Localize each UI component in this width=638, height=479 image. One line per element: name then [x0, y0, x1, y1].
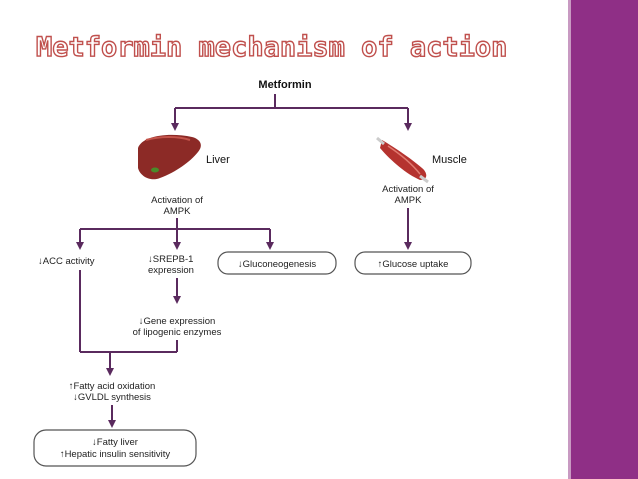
node-liver-ampk-line1: Activation of: [151, 195, 203, 206]
node-metformin: Metformin: [258, 79, 311, 91]
node-muscle-ampk-line1: Activation of: [382, 184, 434, 195]
box-outcome: [33, 429, 197, 467]
muscle-icon: [376, 136, 429, 184]
node-liver: Liver: [206, 154, 230, 166]
node-fatty-acid-line1: ↑Fatty acid oxidation: [69, 381, 156, 392]
node-gluconeogenesis: ↓Gluconeogenesis: [238, 259, 316, 270]
slide-title: Metformin mechanism of action: [35, 31, 508, 63]
node-acc-activity: ↓ACC activity: [38, 256, 95, 267]
node-srepb-line2: expression: [148, 265, 194, 276]
node-liver-ampk-line2: AMPK: [164, 206, 192, 217]
node-gene-expression-line1: ↓Gene expression: [139, 316, 216, 327]
node-outcome-line2: ↑Hepatic insulin sensitivity: [60, 449, 171, 460]
node-muscle-ampk-line2: AMPK: [395, 195, 423, 206]
node-muscle: Muscle: [432, 154, 467, 166]
node-glucose-uptake: ↑Glucose uptake: [378, 259, 449, 270]
node-fatty-acid-line2: ↓GVLDL synthesis: [73, 392, 151, 403]
side-panel: [568, 0, 638, 479]
node-outcome-line1: ↓Fatty liver: [92, 437, 138, 448]
node-gene-expression-line2: of lipogenic enzymes: [133, 327, 222, 338]
node-srepb-line1: ↓SREPB-1: [148, 254, 193, 265]
liver-icon: [138, 134, 201, 180]
side-strip: [568, 0, 571, 479]
box-gluconeogenesis: [217, 251, 337, 275]
mechanism-diagram: Metformin Liver Muscle Activation of AMP…: [33, 79, 472, 467]
box-glucose-uptake: [354, 251, 472, 275]
